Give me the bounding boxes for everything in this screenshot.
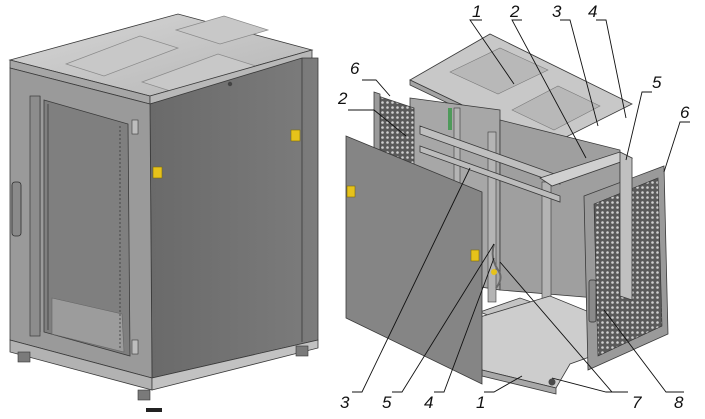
callout-1-top: 1 xyxy=(472,2,481,21)
callout-2-top: 2 xyxy=(509,2,520,21)
exploded-front-frame-side xyxy=(619,151,633,301)
exploded-top-vent-2 xyxy=(511,85,601,131)
callout-4-top: 4 xyxy=(588,2,597,21)
cabinet-interior-floor xyxy=(51,297,125,353)
front-door-glass xyxy=(43,99,131,357)
cable-organizer-strip xyxy=(448,108,452,130)
callout-8-bottom: 8 xyxy=(674,393,684,412)
cabinet-side-panel xyxy=(149,57,319,379)
exploded-foot-1 xyxy=(548,378,556,386)
callout-3-top: 3 xyxy=(552,2,562,21)
top-vent-plate-3 xyxy=(174,15,270,45)
front-door-handle[interactable] xyxy=(11,181,22,237)
exploded-crossbar-upper xyxy=(419,125,561,185)
exploded-top-vent-1 xyxy=(449,47,549,95)
callout-4-bottom: 4 xyxy=(424,393,433,412)
callout-2-left: 2 xyxy=(337,89,348,108)
callout-1-bottom: 1 xyxy=(476,393,485,412)
cabinet-base-side xyxy=(151,339,319,391)
grounding-cable xyxy=(491,243,502,289)
callout-5-right: 5 xyxy=(652,73,662,92)
side-latch-lower xyxy=(152,166,163,179)
callout-labels: 1 2 3 4 6 2 5 6 3 5 4 1 7 8 xyxy=(337,2,690,412)
exploded-side-latch-2 xyxy=(470,249,480,262)
top-vent-plate-1 xyxy=(64,35,180,77)
exploded-side-latch-1 xyxy=(346,185,356,198)
door-left-stile xyxy=(29,95,41,337)
assembled-cabinet xyxy=(8,13,319,412)
foot-back-right xyxy=(295,345,309,357)
foot-shadow xyxy=(146,408,162,412)
side-latch-upper xyxy=(290,129,301,142)
callout-3-bottom: 3 xyxy=(340,393,350,412)
exploded-cabinet xyxy=(345,33,669,395)
callout-5-bottom: 5 xyxy=(382,393,392,412)
exploded-side-panel xyxy=(345,135,483,385)
exploded-door-handle[interactable] xyxy=(588,279,597,323)
ground-clip xyxy=(491,269,497,275)
callout-6-left: 6 xyxy=(350,59,360,78)
callout-7-bottom: 7 xyxy=(632,393,642,412)
exploded-crossbar-mid xyxy=(419,145,561,203)
side-lock-hole xyxy=(227,81,233,87)
door-hinge-upper xyxy=(131,119,139,135)
door-hinge-lower xyxy=(131,339,139,355)
foot-front-left xyxy=(17,351,31,363)
leader-lines xyxy=(348,19,690,393)
callout-6-right: 6 xyxy=(680,103,690,122)
exploded-rail-front-left xyxy=(487,131,497,303)
foot-front-right xyxy=(137,389,151,401)
